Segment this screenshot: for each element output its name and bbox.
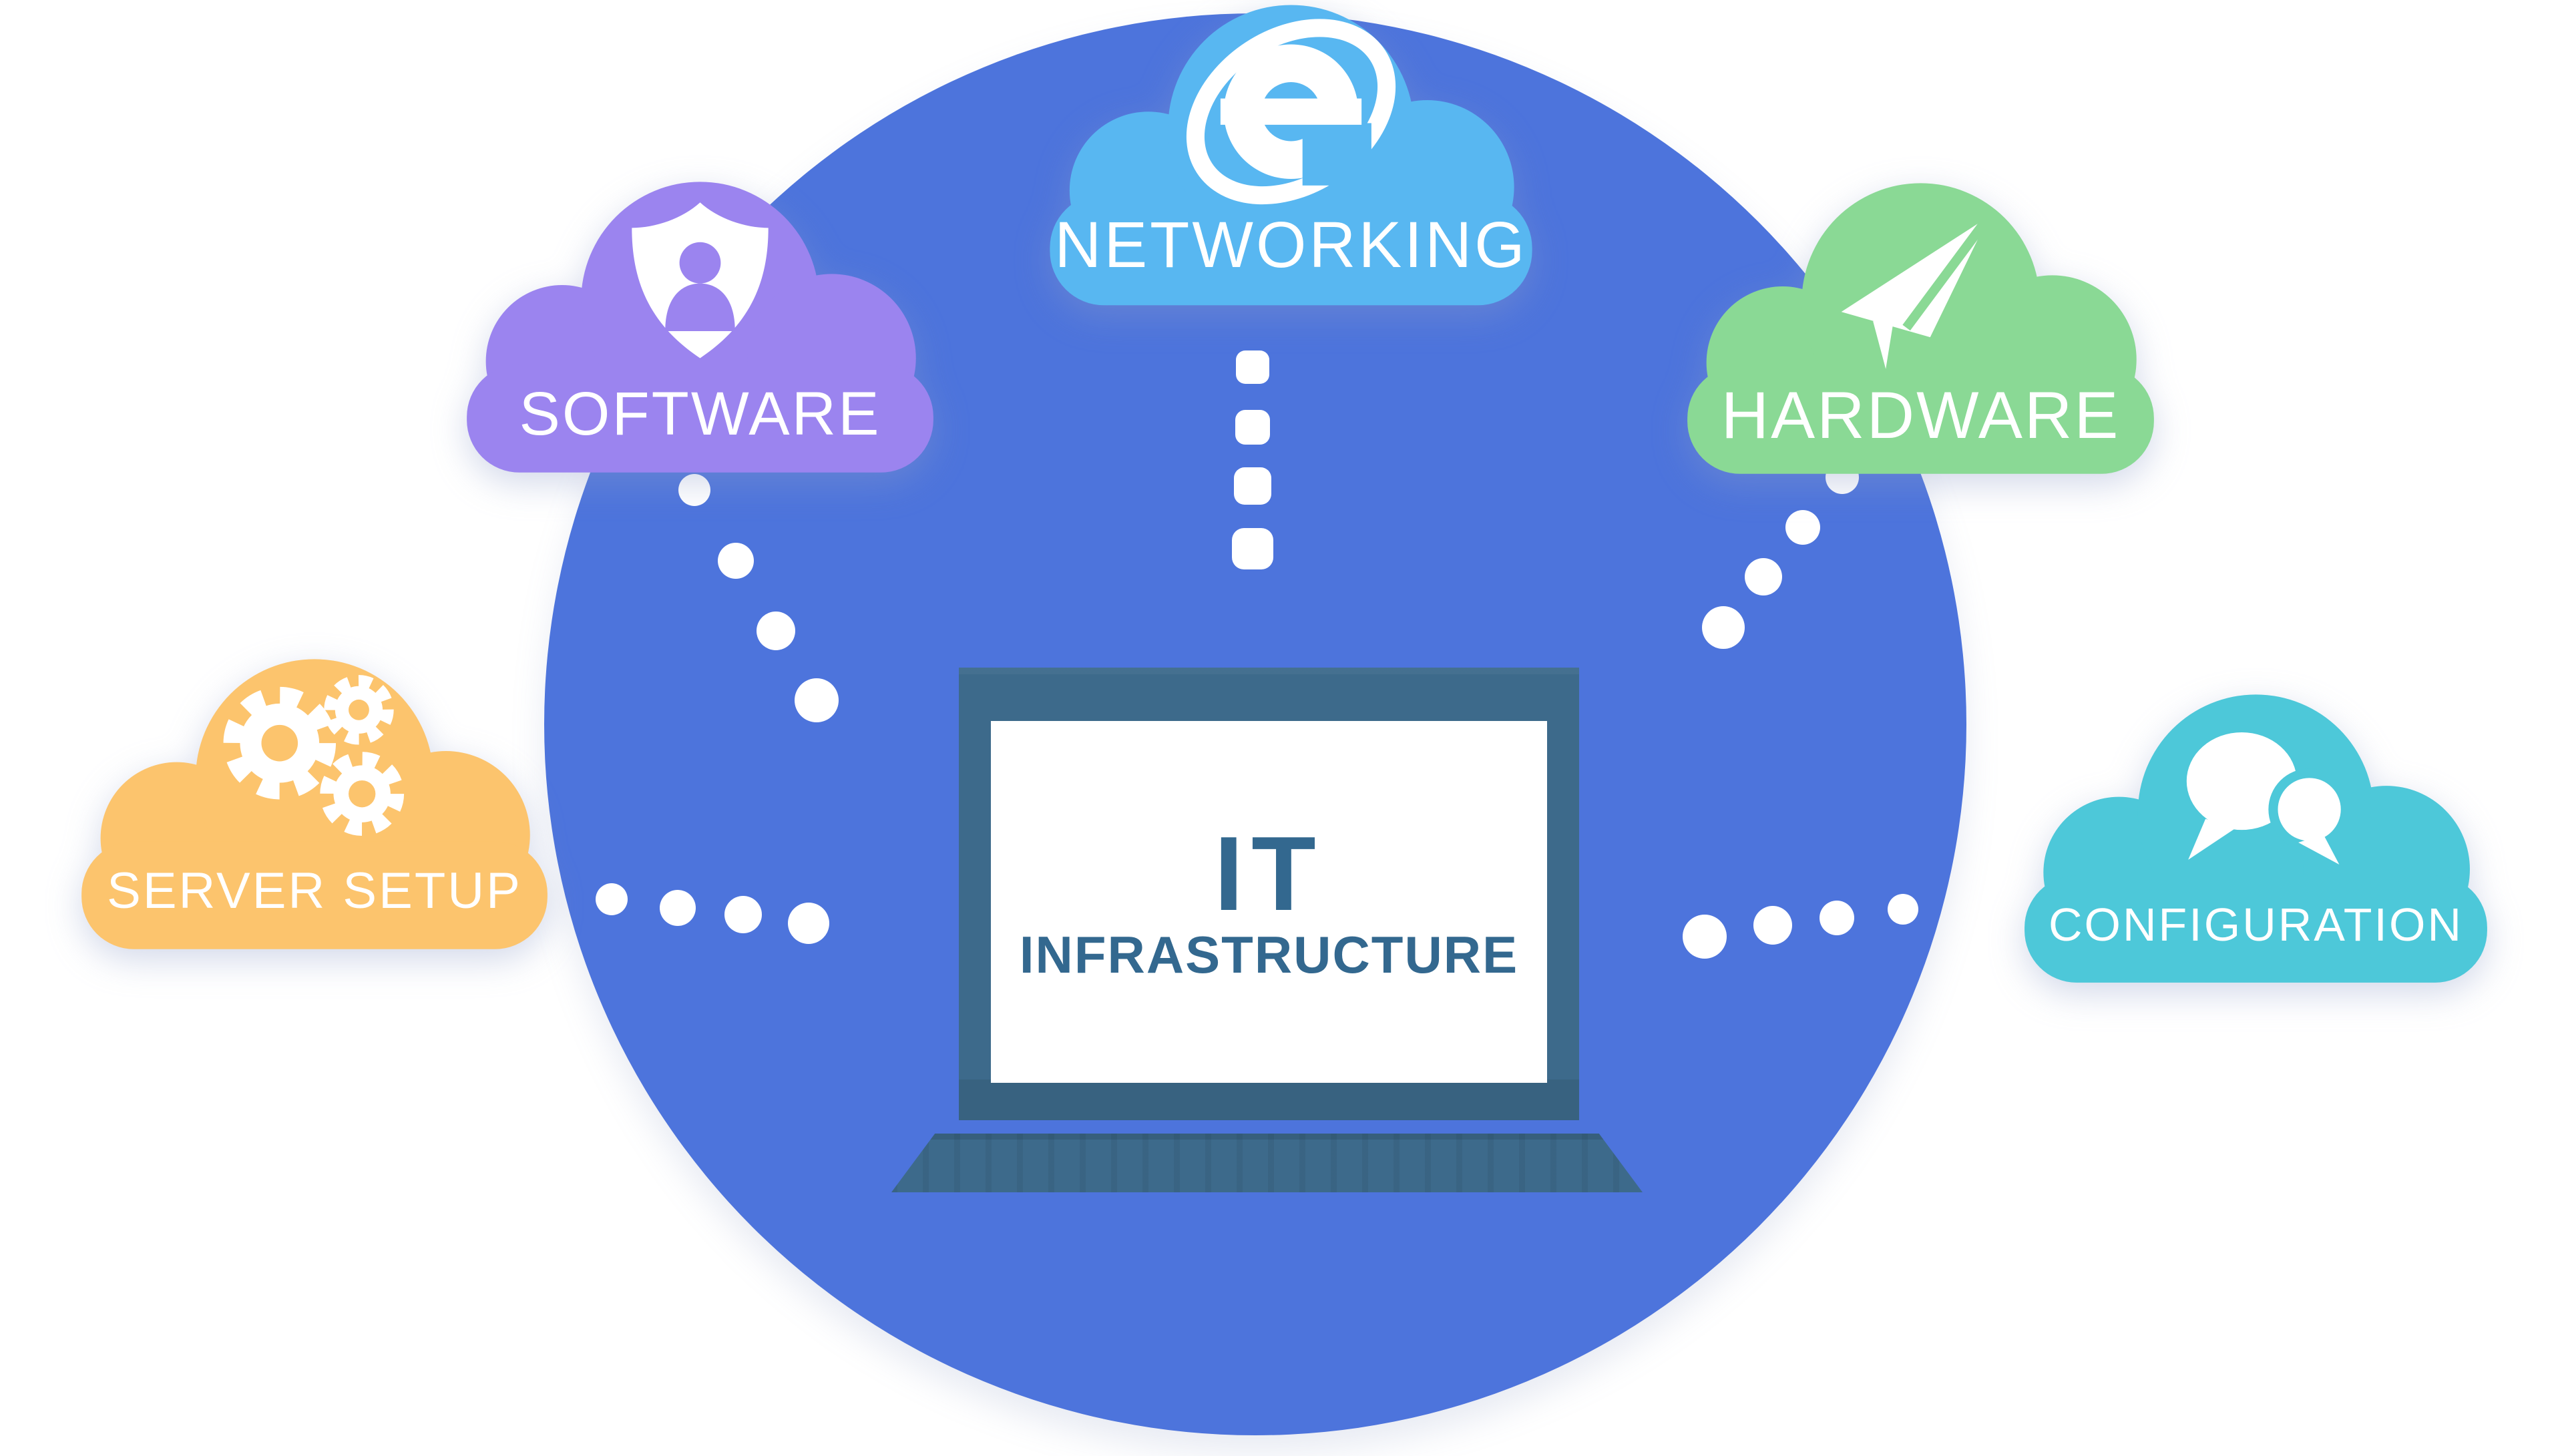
cloud-shape <box>1050 5 1532 306</box>
cloud-software: SOFTWARE <box>462 180 938 482</box>
cloud-shape <box>81 659 548 949</box>
connector-dot <box>1234 467 1271 505</box>
cloud-shape <box>2024 694 2487 983</box>
cloud-label-hardware: HARDWARE <box>1721 378 2121 453</box>
cloud-configuration: CONFIGURATION <box>2020 693 2492 992</box>
chat-bubbles-icon <box>2186 732 2350 865</box>
cloud-hardware: HARDWARE <box>1683 182 2159 483</box>
center-title-line2: INFRASTRUCTURE <box>1019 925 1519 984</box>
connector-dot <box>788 903 829 944</box>
cloud-networking: NETWORKING <box>1045 3 1537 315</box>
cloud-shape <box>467 182 933 473</box>
center-title-line1: IT <box>1214 814 1324 933</box>
laptop-keyboard-base <box>891 1134 1643 1192</box>
connector-dot <box>795 678 839 722</box>
connector-dot <box>660 890 696 926</box>
connector-dot <box>718 543 754 579</box>
connector-dot <box>1235 410 1270 445</box>
connector-dot <box>1702 606 1745 649</box>
cloud-label-networking: NETWORKING <box>1054 208 1528 281</box>
cloud-body <box>1687 183 2154 474</box>
connector-dot <box>678 474 710 506</box>
cloud-label-software: SOFTWARE <box>519 379 881 448</box>
internet-explorer-icon <box>1186 19 1396 205</box>
connector-dot <box>1785 510 1820 545</box>
laptop-screen: IT INFRASTRUCTURE <box>991 721 1547 1083</box>
connector-dot <box>1236 350 1269 384</box>
paper-plane-icon <box>1841 214 1993 369</box>
cloud-label-server-setup: SERVER SETUP <box>107 863 522 920</box>
connector-dot <box>1232 528 1273 569</box>
connector-dot <box>1745 558 1782 595</box>
cloud-shape <box>1687 183 2154 474</box>
connector-dot <box>596 883 628 915</box>
connector-dot <box>1753 906 1792 945</box>
cloud-server-setup: SERVER SETUP <box>77 658 552 959</box>
connector-dot <box>757 612 795 650</box>
shield-user-icon <box>632 202 769 358</box>
connector-dot <box>1888 894 1918 925</box>
laptop-screen-frame: IT INFRASTRUCTURE <box>959 668 1579 1120</box>
connector-dot <box>724 896 762 933</box>
connector-dot <box>1820 901 1854 935</box>
cloud-label-configuration: CONFIGURATION <box>2048 899 2463 951</box>
connector-dot <box>1683 915 1727 959</box>
